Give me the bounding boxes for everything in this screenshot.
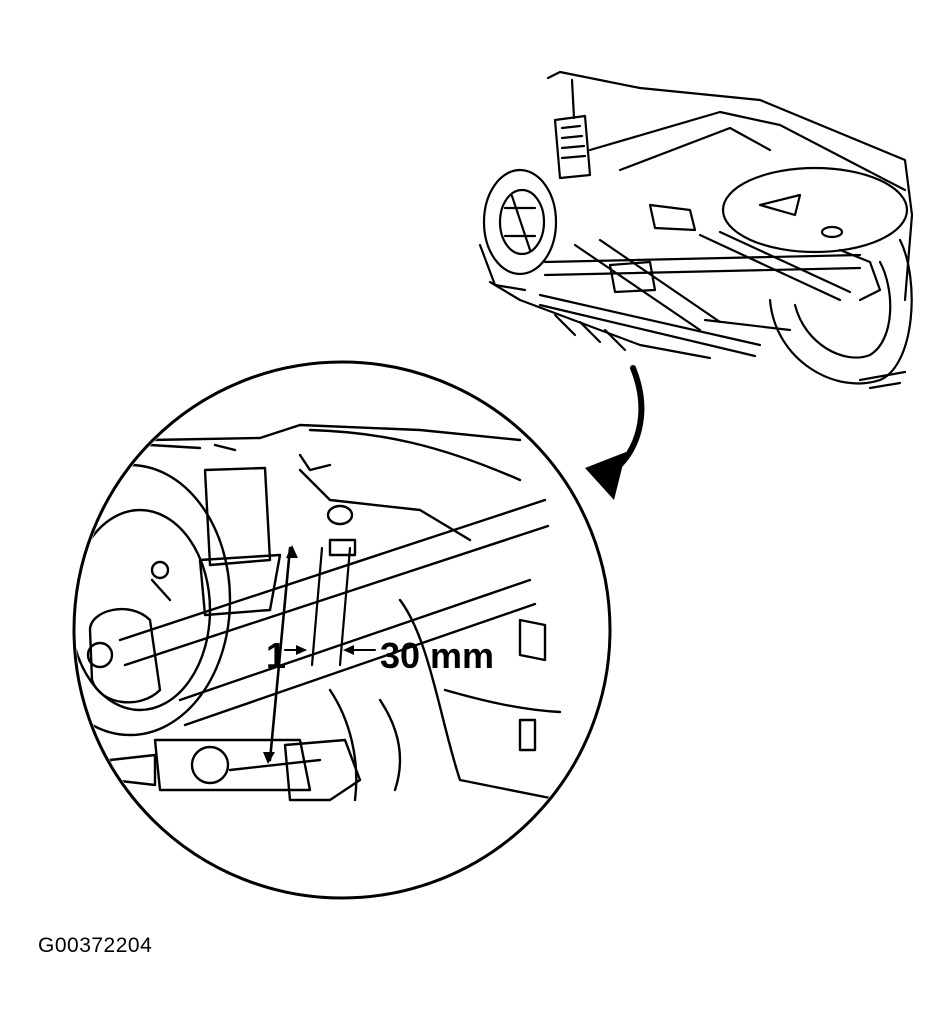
figure-id: G00372204 xyxy=(38,934,153,957)
callout-arrow-icon xyxy=(585,365,645,500)
detail-magnifier-circle xyxy=(72,360,612,900)
dimension-label: 30 mm xyxy=(380,635,494,676)
callout-number: 1 xyxy=(266,635,286,676)
vehicle-underbody-overview xyxy=(478,70,914,390)
dimension-arrow-left-icon xyxy=(296,645,307,655)
dimension-arrow-right-icon xyxy=(343,645,354,655)
